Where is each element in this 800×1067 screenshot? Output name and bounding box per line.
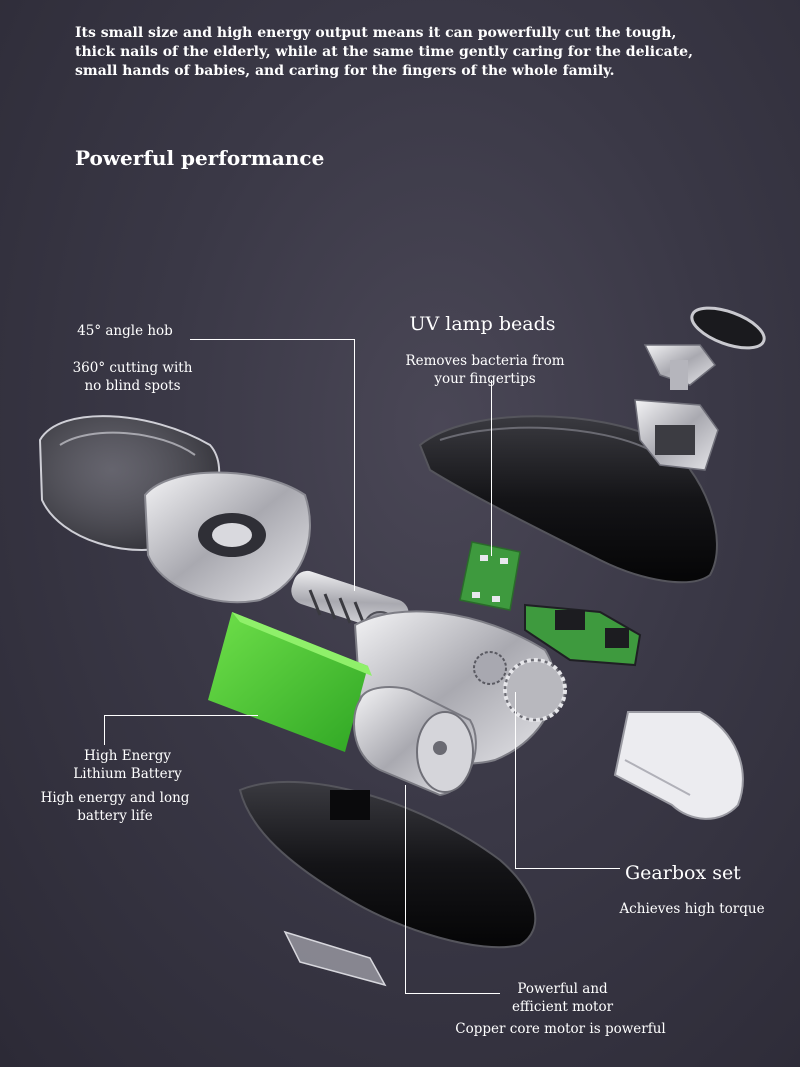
motor — [353, 686, 477, 797]
hob-leader-vertical — [354, 339, 355, 591]
battery-leader-vertical — [104, 715, 105, 745]
hob-leader-horizontal — [190, 339, 354, 340]
motor-leader-vertical — [405, 785, 406, 993]
lithium-battery — [208, 612, 372, 752]
hob-description-line1: 360° cutting with — [72, 360, 193, 376]
foot-plate — [283, 930, 387, 987]
bottom-shell — [238, 780, 537, 949]
gearbox-description: Achieves high torque — [619, 901, 765, 917]
uv-pcb — [459, 541, 521, 611]
motor-description: Copper core motor is powerful — [455, 1021, 666, 1037]
motor-title-line1: Powerful and — [517, 981, 608, 997]
intro-paragraph: Its small size and high energy output me… — [75, 25, 693, 79]
control-pcb — [524, 603, 642, 667]
battery-description-line2: battery life — [77, 808, 153, 824]
motor-title-line2: efficient motor — [511, 999, 614, 1015]
battery-description-line1: High energy and long — [40, 790, 190, 806]
motor-leader-horizontal — [405, 993, 500, 994]
gearbox-title: Gearbox set — [625, 862, 741, 884]
gearbox-leader-horizontal — [515, 868, 620, 869]
section-heading: Powerful performance — [75, 146, 325, 170]
battery-title-line1: High Energy — [84, 748, 171, 764]
battery-leader-horizontal — [104, 715, 258, 716]
clip-part — [634, 399, 719, 471]
uv-title: UV lamp beads — [409, 313, 556, 335]
uv-description-line1: Removes bacteria from — [405, 353, 565, 369]
blade-bracket-part — [643, 344, 717, 390]
top-shell — [418, 415, 718, 584]
hob-description-line2: no blind spots — [84, 378, 181, 394]
battery-title-line2: Lithium Battery — [73, 766, 182, 782]
blade-housing — [143, 471, 311, 604]
uv-description-line2: your fingertips — [434, 371, 536, 387]
hob-title: 45° angle hob — [77, 323, 173, 339]
top-ring-part — [690, 306, 766, 350]
uv-leader-vertical — [491, 380, 492, 556]
gearbox-leader-vertical — [515, 692, 516, 869]
end-cap — [613, 711, 744, 820]
